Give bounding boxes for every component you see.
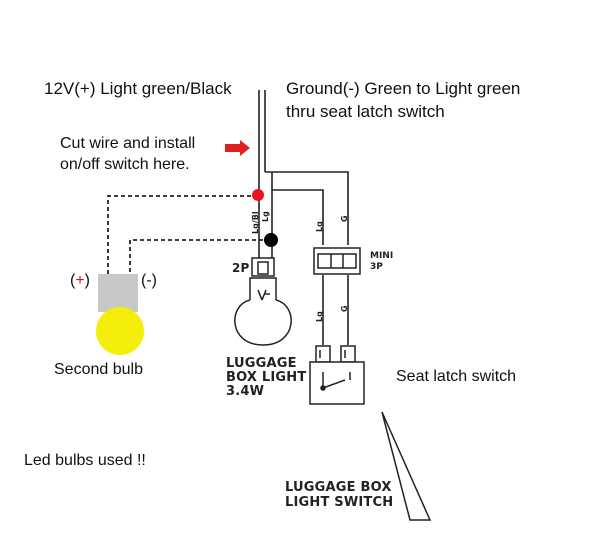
main-wires [258, 90, 349, 345]
cut-wire-label-line2: on/off switch here. [60, 156, 190, 173]
plus-open: ( [70, 272, 76, 289]
cut-wire-label-line1: Cut wire and install [60, 135, 196, 152]
plus-close: ) [84, 272, 90, 289]
luggage-switch-label-line2: LIGHT SWITCH [285, 495, 394, 510]
wire-code-lg-right-top: Lg [315, 221, 324, 232]
negative-splice-dot [264, 233, 278, 247]
positive-terminal-label: (+) [70, 273, 90, 289]
positive-splice-dot [252, 189, 264, 201]
seat-latch-switch-symbol [309, 345, 365, 405]
luggage-light-label-line3: 3.4W [226, 384, 265, 399]
ground-wire-label-line2: thru seat latch switch [286, 102, 445, 121]
switch-callout-line [381, 411, 432, 521]
added-wiring [107, 195, 270, 275]
wire-code-g-right-top: G [340, 215, 349, 222]
luggage-light-label-line1: LUGGAGE [226, 356, 297, 371]
second-bulb-glass [96, 307, 144, 355]
connector-mini-label: MINI [370, 251, 394, 261]
luggage-light-label-line2: BOX LIGHT [226, 370, 307, 385]
plus-sign: + [75, 272, 85, 289]
dashed-positive-wire [107, 195, 258, 275]
connector-3p-label: 3P [370, 262, 383, 272]
positive-wire-label: 12V(+) Light green/Black [44, 79, 232, 98]
second-bulb-base [98, 274, 138, 312]
cut-here-arrow [225, 140, 250, 156]
luggage-box-light-symbol [234, 257, 292, 346]
dashed-negative-wire [129, 239, 270, 275]
second-bulb-label: Second bulb [54, 361, 143, 378]
wire-lg-route [271, 172, 324, 245]
wire-code-lgbl: Lg/Bl [251, 211, 260, 234]
seat-latch-switch-label: Seat latch switch [396, 368, 517, 385]
wire-g-route [265, 171, 349, 245]
connector-2p-label: 2P [232, 261, 250, 275]
wire-code-g-right-bottom: G [340, 305, 349, 312]
wire-code-lg: Lg [261, 211, 270, 222]
wire-code-lg-right-bottom: Lg [315, 311, 324, 322]
luggage-switch-label-line1: LUGGAGE BOX [285, 480, 392, 495]
mini-3p-connector [313, 247, 361, 275]
led-note: Led bulbs used !! [24, 452, 146, 469]
negative-terminal-label: (-) [141, 272, 157, 289]
ground-wire-label: Ground(-) Green to Light green [286, 79, 521, 98]
